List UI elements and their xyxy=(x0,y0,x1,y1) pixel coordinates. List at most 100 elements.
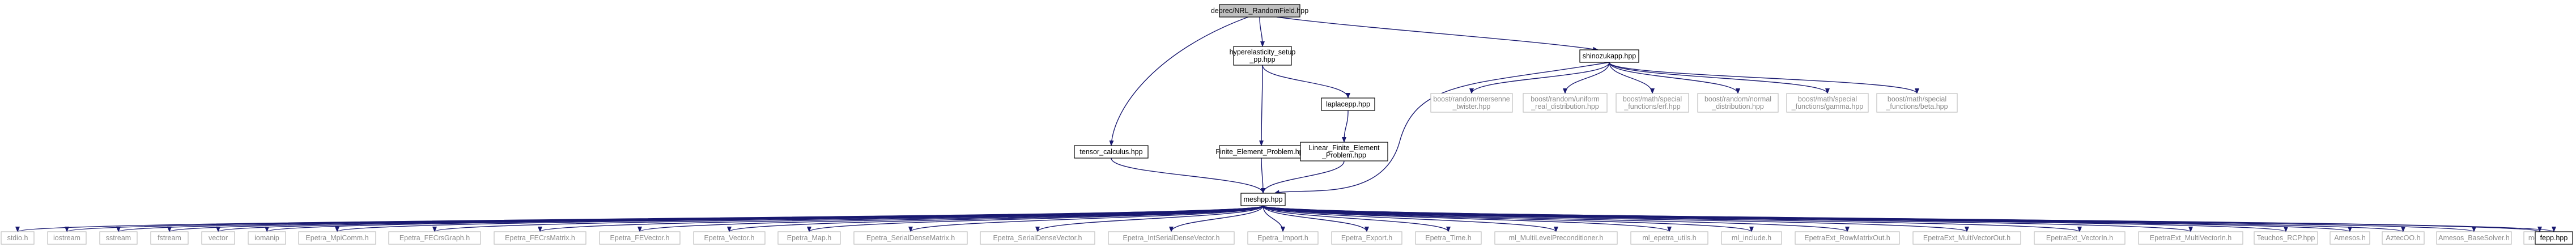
edge-mesh-to-sdmatrix xyxy=(908,205,1264,232)
node-box xyxy=(1240,193,1286,206)
edge-mesh-to-emap xyxy=(807,205,1264,232)
node-box xyxy=(1579,49,1639,63)
node-teuchos: Teuchos_RCP.hpp xyxy=(2254,231,2318,245)
node-fep[interactable]: Finite_Element_Problem.hpp xyxy=(1215,145,1307,159)
node-label: _twister.hpp xyxy=(1452,103,1491,110)
node-box xyxy=(1494,231,1618,245)
edge-hyper-to-fep xyxy=(1259,65,1264,146)
node-label: ml_MultiLevelPreconditioner.h xyxy=(1509,234,1604,242)
node-box xyxy=(1721,231,1782,245)
node-label: Epetra_MpiComm.h xyxy=(305,234,368,242)
edge-shino-to-erf xyxy=(1609,62,1655,94)
node-box xyxy=(2330,231,2370,245)
node-label: shinozukapp.hpp xyxy=(1583,52,1636,60)
edge-shino-to-gamma xyxy=(1609,62,1830,94)
node-label: _functions/beta.hpp xyxy=(1885,103,1948,110)
node-box xyxy=(99,231,138,245)
edge-shino-to-uniform xyxy=(1563,62,1610,94)
node-mlinclude: ml_include.h xyxy=(1721,231,1782,245)
node-mlprec: ml_MultiLevelPreconditioner.h xyxy=(1494,231,1618,245)
edge-mesh-to-evector xyxy=(727,205,1264,232)
node-iostream: iostream xyxy=(47,231,87,245)
node-label: hyperelasticity_setup xyxy=(1230,48,1296,56)
node-fstream: fstream xyxy=(150,231,189,245)
node-box xyxy=(2138,231,2243,245)
node-label: Epetra_Time.h xyxy=(1425,234,1472,242)
node-evector: Epetra_Vector.h xyxy=(693,231,766,245)
node-mvin: EpetraExt_MultiVectorIn.h xyxy=(2138,231,2243,245)
node-box xyxy=(1876,93,1958,113)
node-laplace[interactable]: laplacepp.hpp xyxy=(1321,97,1375,111)
node-label: sstream xyxy=(106,234,131,242)
node-box xyxy=(2382,231,2425,245)
node-mpicomm: Epetra_MpiComm.h xyxy=(298,231,376,245)
node-erf: boost/math/special_functions/erf.hpp xyxy=(1616,93,1689,113)
node-eexport: Epetra_Export.h xyxy=(1331,231,1402,245)
node-box xyxy=(298,231,376,245)
node-box xyxy=(599,231,681,245)
edge-fep-to-mesh xyxy=(1260,158,1265,194)
node-box xyxy=(2254,231,2318,245)
node-label: boost/math/special xyxy=(1798,95,1857,103)
node-box xyxy=(1300,142,1388,161)
node-shino[interactable]: shinozukapp.hpp xyxy=(1579,49,1639,63)
node-label: EpetraExt_VectorIn.h xyxy=(2046,234,2113,242)
node-tensor[interactable]: tensor_calculus.hpp xyxy=(1074,145,1149,159)
edge-mesh-to-iomanip xyxy=(265,205,1264,232)
node-box xyxy=(1108,231,1235,245)
node-layer: deprec/NRL_RandomField.hpp hyperelasticit… xyxy=(1,4,2573,245)
node-box xyxy=(980,231,1095,245)
node-label: Teuchos_RCP.hpp xyxy=(2257,234,2315,242)
edge-hyper-to-laplace xyxy=(1262,65,1350,99)
node-label: fstream xyxy=(158,234,181,242)
node-iomanip: iomanip xyxy=(248,231,286,245)
node-label: tensor_calculus.hpp xyxy=(1079,148,1142,156)
node-label: Epetra_Vector.h xyxy=(704,234,755,242)
edge-root-to-shino xyxy=(1276,16,1599,52)
node-label: laplacepp.hpp xyxy=(1326,100,1370,108)
node-label: Epetra_FECrsGraph.h xyxy=(399,234,470,242)
node-box xyxy=(1321,97,1375,111)
edge-mesh-to-fepp xyxy=(1263,205,2556,232)
edge-laplace-to-linfep xyxy=(1342,110,1349,143)
edge-mesh-to-vectorin xyxy=(1263,205,2082,232)
node-vector: vector xyxy=(201,231,235,245)
node-label: _distribution.hpp xyxy=(1711,103,1764,110)
node-fecrsgraph: Epetra_FECrsGraph.h xyxy=(388,231,481,245)
edge-mesh-to-mlepetra xyxy=(1263,205,1672,232)
node-label: Epetra_FEVector.h xyxy=(610,234,670,242)
node-sdmatrix: Epetra_SerialDenseMatrix.h xyxy=(853,231,968,245)
node-box xyxy=(1786,93,1869,113)
node-vectorin: EpetraExt_VectorIn.h xyxy=(2034,231,2126,245)
node-box xyxy=(2034,231,2126,245)
edge-mesh-to-isdvector xyxy=(1169,205,1264,232)
node-label: Epetra_Map.h xyxy=(787,234,832,242)
node-label: Epetra_IntSerialDenseVector.h xyxy=(1123,234,1220,242)
edge-mesh-to-mlinclude xyxy=(1263,205,1754,232)
edge-mesh-to-etime xyxy=(1263,205,1451,232)
node-hyper[interactable]: hyperelasticity_setup_pp.hpp xyxy=(1230,46,1296,66)
node-mesh[interactable]: meshpp.hpp xyxy=(1240,193,1286,206)
node-root[interactable]: deprec/NRL_RandomField.hpp xyxy=(1211,4,1308,18)
node-fevector: Epetra_FEVector.h xyxy=(599,231,681,245)
node-eimport: Epetra_Import.h xyxy=(1247,231,1319,245)
node-label: iostream xyxy=(53,234,80,242)
node-label: _functions/gamma.hpp xyxy=(1791,103,1864,110)
node-amesos: Amesos.h xyxy=(2330,231,2370,245)
node-box xyxy=(388,231,481,245)
edge-mesh-to-fecrsgraph xyxy=(432,205,1264,232)
node-label: _real_distribution.hpp xyxy=(1531,103,1599,110)
node-fepp[interactable]: fepp.hpp xyxy=(2535,231,2573,245)
node-box xyxy=(1219,4,1300,18)
node-label: boost/random/normal xyxy=(1704,95,1771,103)
node-label: meshpp.hpp xyxy=(1244,195,1283,203)
node-linfep[interactable]: Linear_Finite_Element_Problem.hpp xyxy=(1300,142,1388,161)
node-box xyxy=(201,231,235,245)
edge-mesh-to-eexport xyxy=(1263,205,1369,232)
node-label: boost/random/uniform xyxy=(1531,95,1600,103)
node-box xyxy=(494,231,586,245)
node-box xyxy=(1912,231,2021,245)
edge-shino-to-normal xyxy=(1609,62,1740,94)
